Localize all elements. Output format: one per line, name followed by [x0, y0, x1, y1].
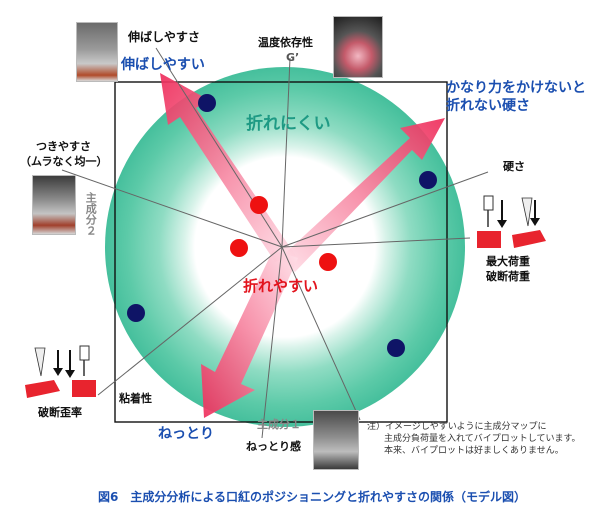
loading-line-temperature — [281, 57, 291, 248]
hardness-label: 硬さ — [503, 160, 525, 173]
hardness-arrow — [280, 118, 445, 272]
red-point — [250, 196, 268, 214]
strain-icon — [25, 345, 96, 398]
loading-line-stretch — [155, 47, 283, 248]
navy-point — [198, 94, 216, 112]
loading-lines — [61, 47, 489, 439]
pc1-axis-label: 主成分１ — [257, 418, 301, 431]
navy-point — [419, 171, 437, 189]
navy-point — [127, 304, 145, 322]
ease-label-line1: つきやすさ — [36, 140, 91, 153]
stretch-arrow-label: 伸ばしやすい — [121, 57, 205, 73]
loading-line-sticky-feel — [261, 246, 283, 439]
sticky-arrow-label: ねっとり — [158, 426, 214, 442]
hard-arrow-label-line2: 折れない硬さ — [446, 98, 530, 114]
adhesion-label: 粘着性 — [119, 392, 152, 405]
photo-temperature-test — [333, 16, 383, 78]
max-load-label-line1: 最大荷重 — [486, 255, 530, 268]
red-point — [319, 253, 337, 271]
photo-stretch-test — [76, 22, 118, 82]
axis-pc2-line — [281, 246, 361, 421]
figure-caption: 図6 主成分分析による口紅のポジショニングと折れやすさの関係（モデル図） — [98, 490, 526, 504]
hard-arrow-label-line1: かなり力をかけないと — [446, 80, 586, 96]
loading-line-adhesion — [97, 246, 283, 396]
photo-sticky-test — [313, 410, 359, 470]
red-points — [230, 196, 337, 271]
sticky-feel-label: ねっとり感 — [246, 440, 301, 453]
navy-points — [127, 94, 437, 357]
note-line3: 本来、バイプロットは好ましくありません。 — [384, 446, 564, 456]
red-point — [230, 239, 248, 257]
max-load-label-line2: 破断荷重 — [486, 270, 530, 283]
sticky-arrow — [201, 250, 298, 418]
center-label: 折れやすい — [243, 277, 319, 295]
ring-label: 折れにくい — [246, 114, 331, 134]
strain-label: 破断歪率 — [38, 406, 82, 419]
loading-line-hardness — [281, 171, 489, 248]
note-line2: 主成分負荷量を入れてバイプロットしています。 — [384, 434, 581, 444]
ease-label-line2: （ムラなく均一） — [20, 155, 108, 168]
note-line1: 注）イメージしやすいように主成分マップに — [367, 422, 547, 432]
map-frame — [114, 81, 448, 423]
pc2-axis-label: 主成分２ — [84, 192, 98, 236]
navy-point — [387, 339, 405, 357]
max-load-icon — [477, 195, 546, 248]
stretch-axis-label: 伸ばしやすさ — [128, 30, 200, 44]
photo-ease-test — [32, 175, 76, 235]
gprime-label: G’ — [286, 51, 300, 64]
loading-line-ease — [61, 169, 283, 248]
axis-pc1-line — [281, 237, 471, 248]
temperature-label: 温度依存性 — [258, 36, 313, 49]
